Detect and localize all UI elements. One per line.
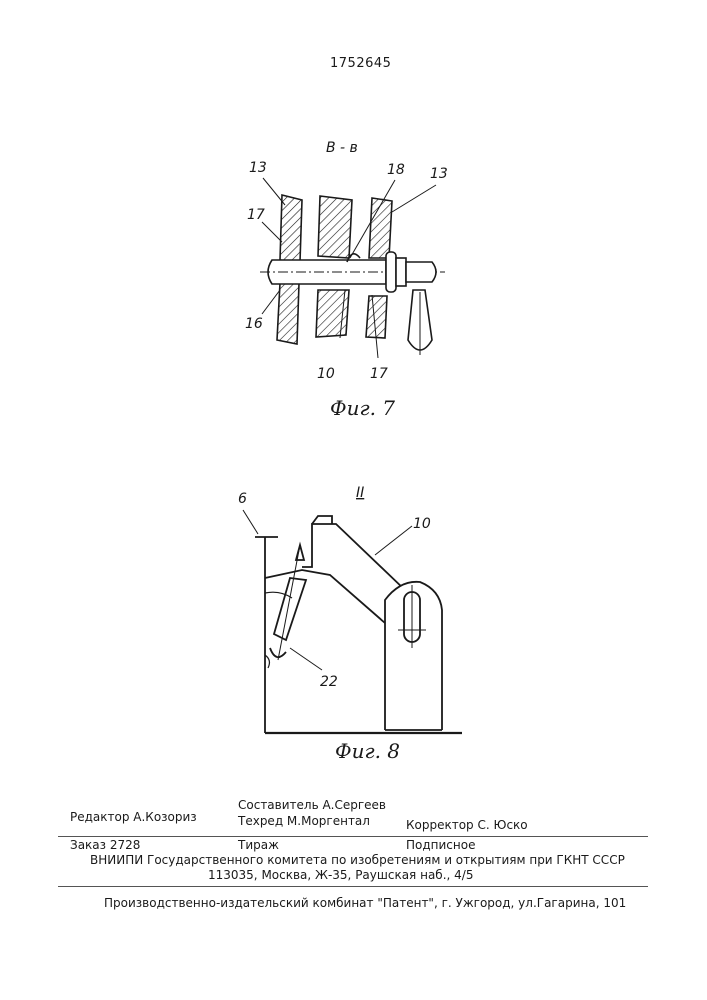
fig7-left-plate	[280, 195, 302, 262]
imprint-divider	[58, 836, 648, 837]
fig7-middle-plate	[318, 196, 352, 258]
imprint-editor: Редактор А.Козориз	[70, 810, 197, 824]
imprint-subscription: Подписное	[406, 838, 475, 852]
imprint-techeditor: Техред М.Моргентал	[238, 814, 370, 828]
fig7-section-label: В - в	[326, 140, 358, 156]
fig8-callout: 22	[320, 674, 338, 690]
imprint-publisher: Производственно-издательский комбинат "П…	[104, 896, 626, 910]
fig7-callout: 13	[430, 166, 448, 182]
fig7-callout: 10	[317, 366, 335, 382]
fig7-callout: 13	[249, 160, 267, 176]
fig8-caption: Фиг. 8	[335, 739, 400, 763]
fig8-callout: 10	[413, 516, 431, 532]
imprint-order: Заказ 2728	[70, 838, 140, 852]
fig7-callout: 17	[370, 366, 388, 382]
fig8-view-label: II	[356, 485, 364, 501]
fig7-callout: 16	[245, 316, 263, 332]
fig8-callout: 6	[238, 491, 247, 507]
imprint-circulation: Тираж	[238, 838, 279, 852]
imprint-divider	[58, 886, 648, 887]
imprint-compiler: Составитель А.Сергеев	[238, 798, 386, 812]
imprint-proofreader: Корректор С. Юско	[406, 818, 528, 832]
fig8-tool	[270, 545, 306, 660]
figure-7: В - в 13 17 16 18 13 1	[245, 140, 448, 420]
fig7-right-plate	[369, 198, 392, 258]
fig8-bracket	[385, 582, 442, 730]
imprint-address: 113035, Москва, Ж-35, Раушская наб., 4/5	[208, 868, 473, 882]
fig8-lever	[302, 524, 405, 590]
fig7-caption: Фиг. 7	[330, 396, 395, 420]
fig7-callout: 17	[247, 207, 265, 223]
fig7-callout: 18	[387, 162, 405, 178]
imprint-organization: ВНИИПИ Государственного комитета по изоб…	[90, 853, 625, 867]
figure-8: II 6 10 22 Фиг. 8	[238, 485, 462, 763]
